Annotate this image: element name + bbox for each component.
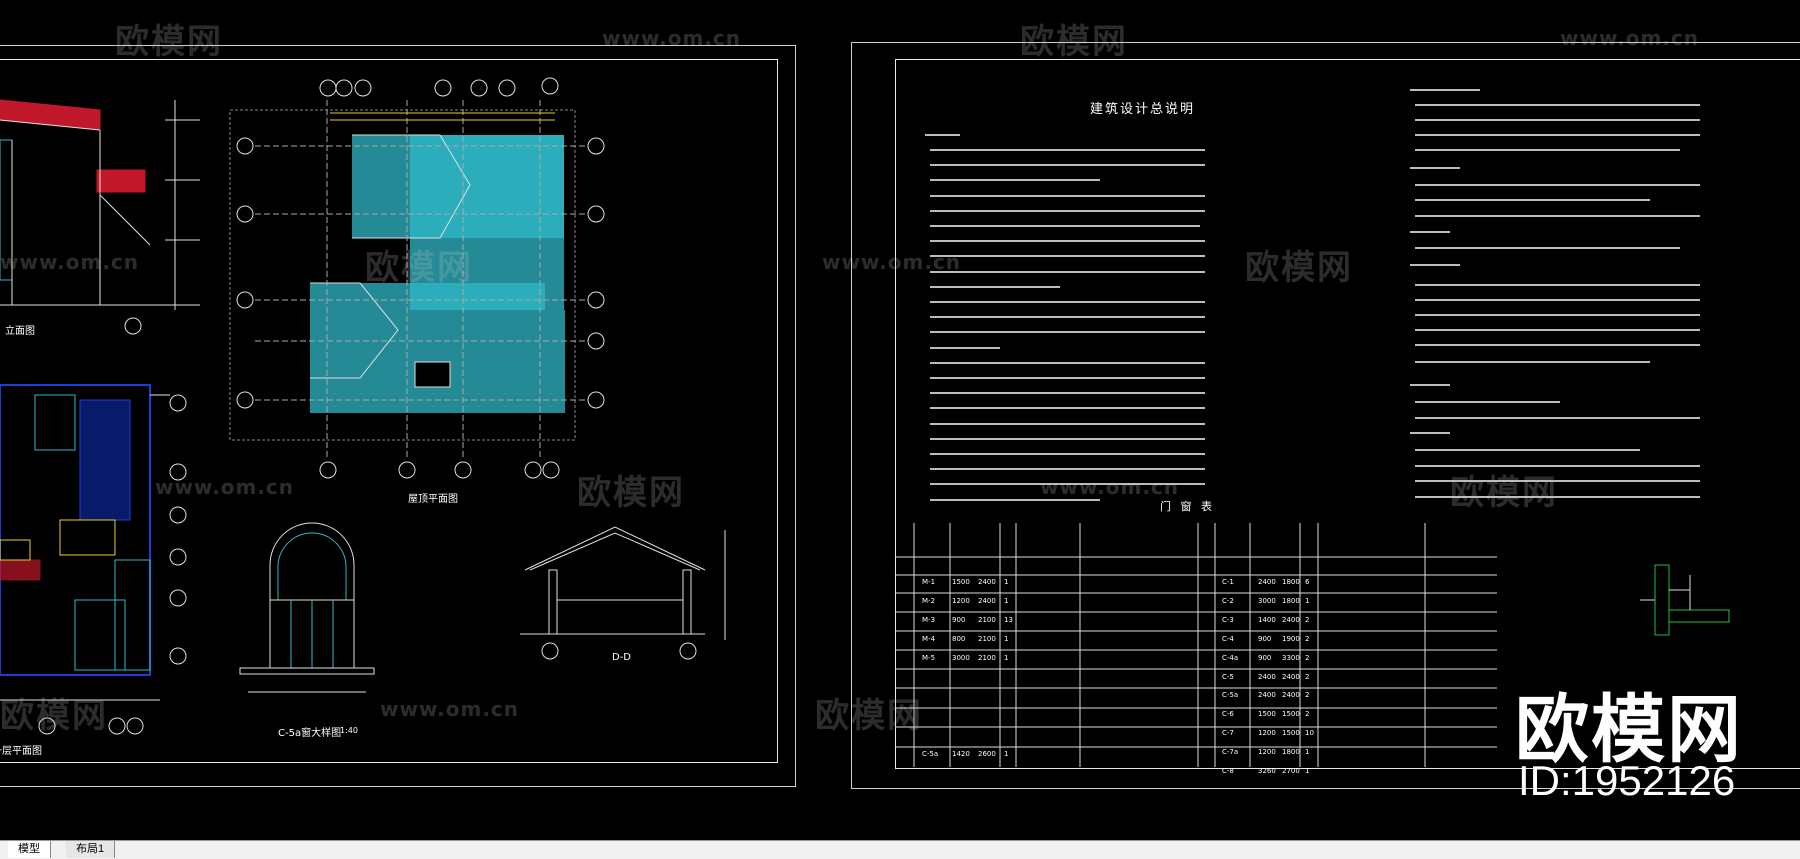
left-elevation [0,99,200,310]
door-table-grid [895,523,1497,767]
window-cell-code: C-6 [1222,710,1234,719]
door-cell-code: C-5a [922,750,939,758]
window-cell-w: 900 [1258,653,1272,662]
wall-detail [1640,564,1730,636]
window-cell-code: C-3 [1222,615,1234,624]
window-cell-n: 2 [1305,691,1310,700]
window-cell-h: 2400 [1282,691,1300,700]
drawing-frame-left [0,59,778,763]
window-cell-h: 1900 [1282,634,1300,643]
window-cell-w: 1500 [1258,710,1276,719]
section-title: D-D [612,652,632,663]
window-cell-w: 3260 [1258,767,1276,775]
door-cell-code: M-4 [922,635,936,643]
window-cell-n: 2 [1305,710,1310,719]
window-cell-w: 1400 [1258,615,1276,624]
window-cell-n: 6 [1305,578,1310,586]
brand-logo-text: 欧模网 [1515,687,1743,773]
window-cell-w: 1200 [1258,748,1276,757]
section-d-d [520,526,726,640]
layout-tab-bar: 模型 布局1 [0,840,1800,859]
door-table-title: 门 窗 表 [1160,500,1215,513]
door-cell-h: 2400 [978,597,996,605]
door-cell-code: M-5 [922,654,936,662]
window-cell-w: 2400 [1258,691,1276,700]
brand-id: ID:1952126 [1518,757,1736,804]
window-cell-code: C-2 [1222,596,1234,605]
window-cell-h: 1800 [1282,748,1300,757]
drawing-sheet-left [0,45,796,787]
window-cell-n: 1 [1305,748,1310,757]
window-cell-n: 1 [1305,596,1310,605]
window-cell-n: 10 [1305,729,1314,738]
door-cell-code: M-2 [922,597,936,605]
door-cell-n: 13 [1004,616,1013,624]
window-cell-code: C-1 [1222,578,1234,586]
floor-plan-left [0,384,170,701]
door-cell-n: 1 [1004,597,1009,605]
roof-plan-title: 屋顶平面图 [408,494,458,505]
window-cell-code: C-7a [1222,748,1239,757]
window-cell-h: 2700 [1282,767,1300,775]
door-cell-h: 2400 [978,578,996,586]
tab-layout1[interactable]: 布局1 [66,841,116,858]
door-cell-w: 800 [952,635,966,643]
door-cell-code: M-3 [922,616,936,624]
window-cell-h: 1500 [1282,729,1300,738]
door-cell-n: 1 [1004,750,1009,758]
window-cell-n: 1 [1305,767,1310,775]
design-notes-lines [925,89,1700,501]
window-cell-n: 2 [1305,653,1310,662]
door-cell-h: 2100 [978,616,996,624]
door-cell-w: 900 [952,616,966,624]
window-cell-code: C-5a [1222,691,1239,700]
window-cell-code: C-4 [1222,634,1234,643]
window-cell-w: 900 [1258,634,1272,643]
drawing-frame-right [895,59,1800,769]
door-cell-n: 1 [1004,635,1009,643]
door-cell-h: 2100 [978,654,996,662]
window-cell-h: 3300 [1282,653,1300,662]
window-cell-h: 2400 [1282,615,1300,624]
window-cell-n: 2 [1305,615,1310,624]
window-cell-h: 1800 [1282,578,1300,586]
design-notes-title: 建筑设计总说明 [1090,102,1196,117]
door-cell-w: 1420 [952,750,970,758]
axis-bubbles [38,77,697,735]
door-cell-n: 1 [1004,578,1009,586]
door-cell-w: 3000 [952,654,970,662]
drawing-sheet-right [851,42,1800,789]
window-cell-h: 1500 [1282,710,1300,719]
door-cell-code: M-1 [922,578,936,586]
window-cell-w: 2400 [1258,672,1276,681]
window-cell-code: C-7 [1222,729,1234,738]
window-elevation [239,522,375,693]
window-cell-n: 2 [1305,634,1310,643]
door-cell-w: 1500 [952,578,970,586]
window-cell-code: C-5 [1222,672,1234,681]
door-cell-h: 2600 [978,750,996,758]
window-cell-code: C-4a [1222,653,1239,662]
door-cell-n: 1 [1004,654,1009,662]
door-cell-h: 2100 [978,635,996,643]
window-cell-h: 1800 [1282,596,1300,605]
window-cell-n: 2 [1305,672,1310,681]
door-cell-w: 1200 [952,597,970,605]
tab-model[interactable]: 模型 [8,841,51,858]
window-elevation-title: C-5a窗大样图 [278,728,342,739]
window-cell-h: 2400 [1282,672,1300,681]
window-scale: 1:40 [340,726,358,735]
elevation-left-label: 立面图 [5,326,35,337]
window-cell-code: C-8 [1222,767,1234,775]
floor-plan-title: 一层平面图 [0,746,42,757]
window-cell-w: 1200 [1258,729,1276,738]
window-cell-w: 2400 [1258,578,1276,586]
roof-plan [229,100,585,460]
window-cell-w: 3000 [1258,596,1276,605]
